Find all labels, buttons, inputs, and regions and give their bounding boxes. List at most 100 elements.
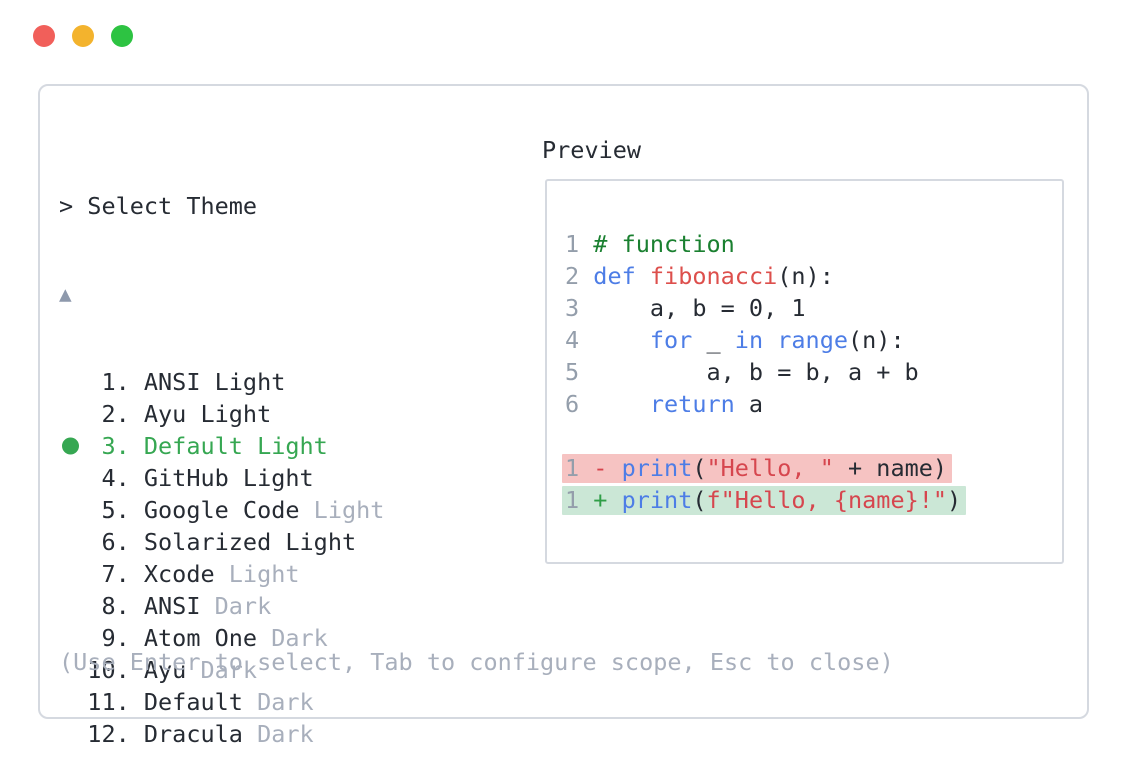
code-token-pl: ) bbox=[947, 486, 962, 514]
theme-list-item[interactable]: 10. Ayu Dark bbox=[59, 654, 384, 686]
theme-item-name: ANSI Light bbox=[143, 368, 286, 396]
theme-list-item[interactable]: 8. ANSI Dark bbox=[59, 590, 384, 622]
theme-item-number: 2. bbox=[59, 400, 144, 428]
code-token-kw: print bbox=[621, 486, 693, 514]
code-token-kw: print bbox=[621, 454, 693, 482]
theme-item-variant: Dark bbox=[242, 688, 314, 716]
code-token-str: f"Hello, {name}!" bbox=[706, 486, 948, 514]
code-token-minus: - bbox=[593, 454, 608, 482]
code-token-pl: ( bbox=[692, 486, 707, 514]
theme-item-name: Atom One bbox=[143, 624, 258, 652]
diff-line-added: 1 + print(f"Hello, {name}!") bbox=[562, 483, 1062, 515]
theme-item-name: Dracula bbox=[143, 720, 243, 748]
theme-item-variant: Dark bbox=[257, 624, 328, 652]
code-line: 1 # function bbox=[565, 227, 1062, 259]
theme-item-variant: Light bbox=[299, 496, 385, 524]
theme-list-item[interactable]: 11. Default Dark bbox=[59, 686, 384, 718]
preview-heading: Preview bbox=[542, 136, 642, 164]
theme-item-name: Solarized Light bbox=[143, 528, 357, 556]
theme-item-variant: Dark bbox=[200, 592, 272, 620]
theme-item-variant: Dark bbox=[242, 720, 314, 748]
theme-item-variant: Light bbox=[214, 560, 300, 588]
window-zoom-button[interactable] bbox=[111, 25, 133, 47]
theme-item-number: 5. bbox=[59, 496, 144, 524]
code-token-kw: return bbox=[649, 390, 735, 418]
code-token-pl bbox=[593, 326, 650, 354]
code-token-pl: ( bbox=[692, 454, 707, 482]
theme-list-item[interactable]: 4. GitHub Light bbox=[59, 462, 384, 494]
diff-line-removed: 1 - print("Hello, " + name) bbox=[562, 451, 1062, 483]
window-close-button[interactable] bbox=[33, 25, 55, 47]
theme-item-number: 4. bbox=[59, 464, 144, 492]
window-minimize-button[interactable] bbox=[72, 25, 94, 47]
theme-item-variant: Dark bbox=[186, 656, 258, 684]
theme-item-name: Default bbox=[143, 688, 243, 716]
theme-list-item[interactable]: 12. Dracula Dark bbox=[59, 718, 384, 750]
theme-item-name: ANSI bbox=[143, 592, 201, 620]
theme-item-number: 6. bbox=[59, 528, 144, 556]
code-token-pl: a, b = b, a + b bbox=[593, 358, 919, 386]
selected-indicator-dot bbox=[62, 437, 79, 455]
line-number: 1 bbox=[565, 454, 594, 482]
code-token-pl: a, b = 0, 1 bbox=[593, 294, 806, 322]
code-line bbox=[565, 419, 1062, 451]
code-token-pl: (n): bbox=[777, 262, 834, 290]
code-token-pl bbox=[607, 486, 621, 514]
theme-item-number: 12. bbox=[59, 720, 144, 748]
scroll-up-indicator[interactable]: ▲ bbox=[59, 282, 72, 306]
keyboard-hint: (Use Enter to select, Tab to configure s… bbox=[59, 648, 894, 676]
line-number: 2 bbox=[565, 262, 594, 290]
theme-list: 1. ANSI Light 2. Ayu Light 3. Default Li… bbox=[59, 366, 384, 750]
line-number: 5 bbox=[565, 358, 594, 386]
line-number: 6 bbox=[565, 390, 594, 418]
code-token-pl bbox=[593, 390, 650, 418]
theme-item-name: Ayu Light bbox=[143, 400, 272, 428]
theme-list-item[interactable]: 5. Google Code Light bbox=[59, 494, 384, 526]
code-token-kw: in bbox=[734, 326, 764, 354]
code-token-pl: + name) bbox=[833, 454, 948, 482]
theme-list-item[interactable]: 9. Atom One Dark bbox=[59, 622, 384, 654]
theme-item-name: Xcode bbox=[143, 560, 215, 588]
code-token-fn: fibonacci bbox=[649, 262, 778, 290]
code-line: 6 return a bbox=[565, 387, 1062, 419]
code-token-kw: def bbox=[593, 262, 636, 290]
theme-item-number: 10. bbox=[59, 656, 144, 684]
theme-list-item[interactable]: 1. ANSI Light bbox=[59, 366, 384, 398]
code-line: 5 a, b = b, a + b bbox=[565, 355, 1062, 387]
theme-item-number: 8. bbox=[59, 592, 144, 620]
code-token-kw: for bbox=[649, 326, 693, 354]
select-theme-prompt: > Select Theme bbox=[59, 192, 258, 220]
code-token-pl bbox=[607, 454, 621, 482]
code-token-com: # function bbox=[593, 230, 735, 258]
code-line: 4 for _ in range(n): bbox=[565, 323, 1062, 355]
theme-item-name: GitHub Light bbox=[143, 464, 314, 492]
theme-item-name: Default Light bbox=[143, 432, 328, 460]
theme-list-item[interactable]: 2. Ayu Light bbox=[59, 398, 384, 430]
theme-list-item[interactable]: 7. Xcode Light bbox=[59, 558, 384, 590]
code-token-pl bbox=[763, 326, 777, 354]
theme-item-name: Google Code bbox=[143, 496, 300, 524]
line-number: 1 bbox=[565, 230, 594, 258]
code-token-pl bbox=[636, 262, 650, 290]
code-token-pl: _ bbox=[692, 326, 735, 354]
theme-item-number: 11. bbox=[59, 688, 144, 716]
theme-item-name: Ayu bbox=[143, 656, 187, 684]
code-token-pl: a bbox=[734, 390, 764, 418]
theme-selector-panel: > Select Theme ▲ 1. ANSI Light 2. Ayu Li… bbox=[59, 134, 384, 757]
theme-item-number: 3. bbox=[59, 432, 144, 460]
code-token-plus: + bbox=[593, 486, 608, 514]
theme-list-item[interactable]: 3. Default Light bbox=[59, 430, 384, 462]
line-number: 3 bbox=[565, 294, 594, 322]
code-line: 3 a, b = 0, 1 bbox=[565, 291, 1062, 323]
theme-list-item[interactable]: 6. Solarized Light bbox=[59, 526, 384, 558]
line-number: 4 bbox=[565, 326, 594, 354]
theme-item-number: 7. bbox=[59, 560, 144, 588]
theme-item-number: 9. bbox=[59, 624, 144, 652]
theme-item-number: 1. bbox=[59, 368, 144, 396]
code-line: 2 def fibonacci(n): bbox=[565, 259, 1062, 291]
theme-picker-window: > Select Theme ▲ 1. ANSI Light 2. Ayu Li… bbox=[38, 84, 1089, 748]
code-token-str: "Hello, " bbox=[706, 454, 834, 482]
